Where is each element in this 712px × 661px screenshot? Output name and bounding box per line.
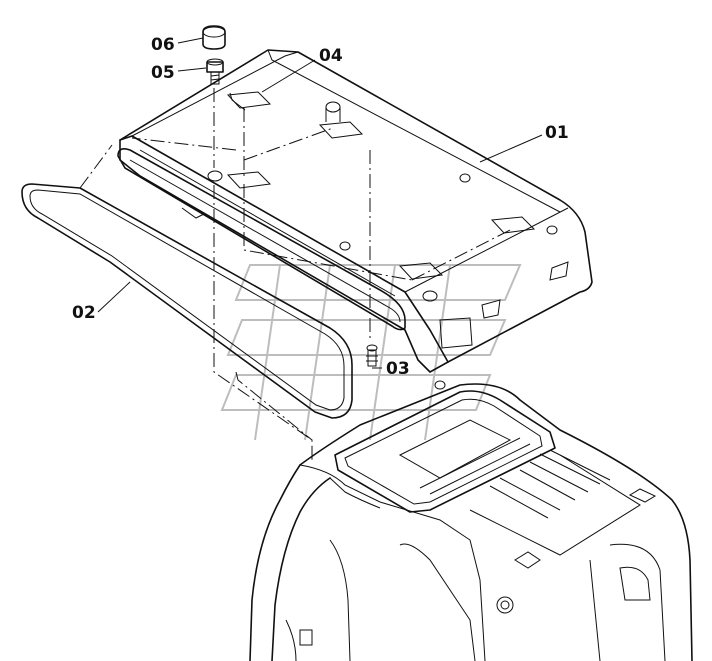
label-part-04: 04 [319, 46, 343, 66]
mounting-bolt [206, 58, 224, 85]
label-part-01: 01 [545, 123, 569, 143]
retainer-clip [366, 344, 378, 367]
leader-lines [97, 37, 543, 369]
alignment-lines [79, 88, 511, 460]
label-part-03: 03 [386, 359, 410, 379]
operator-cab [249, 383, 693, 661]
roof-cover-panel [119, 49, 593, 390]
label-part-06: 06 [151, 35, 175, 55]
bolt-cap [202, 25, 226, 50]
label-part-02: 02 [72, 303, 96, 323]
label-part-05: 05 [151, 63, 175, 83]
watermark-logo [220, 264, 522, 441]
weather-seal-strip [21, 148, 406, 419]
